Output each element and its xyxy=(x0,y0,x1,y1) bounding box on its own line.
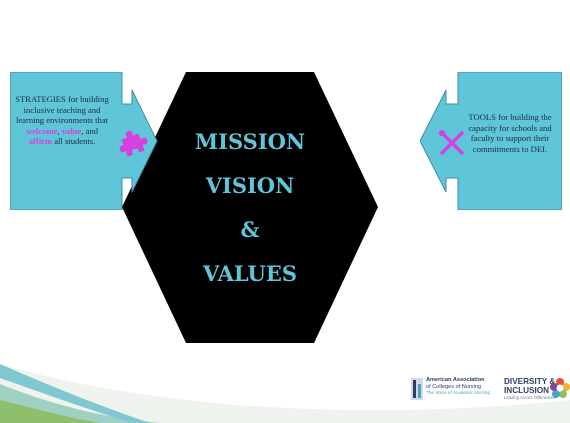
aacn-tagline: The Voice of Academic Nursing xyxy=(426,390,491,396)
right-arrow-callout xyxy=(420,72,562,210)
mission-vision-values-text: MISSION VISION & VALUES xyxy=(122,72,378,343)
aacn-name-line1: American Association xyxy=(426,377,485,383)
di-line1: DIVERSITY & xyxy=(504,377,556,386)
wrench-screwdriver-icon xyxy=(439,130,464,155)
aacn-logo: American Association of Colleges of Nurs… xyxy=(411,376,499,404)
mission-hexagon xyxy=(122,72,378,343)
left-callout-outro: all students. xyxy=(52,136,96,147)
left-arrow-callout xyxy=(10,72,158,210)
highlight-value: value xyxy=(61,125,82,136)
right-callout-text: TOOLS for building the capacity for scho… xyxy=(468,112,552,154)
puzzle-piece-icon xyxy=(119,130,148,157)
left-callout-text: STRATEGIES for building inclusive teachi… xyxy=(14,94,110,147)
diversity-flower-icon xyxy=(550,378,570,398)
left-callout-sep2: , and xyxy=(81,125,99,136)
center-line-ampersand: & xyxy=(240,216,260,242)
aacn-emblem-icon xyxy=(411,378,423,400)
left-callout-intro: STRATEGIES for building inclusive teachi… xyxy=(15,94,109,126)
diversity-inclusion-logo: DIVERSITY & INCLUSION Leading Across Dif… xyxy=(504,376,570,406)
highlight-welcome: welcome xyxy=(25,125,58,136)
footer-swoosh xyxy=(0,364,570,423)
di-line2: INCLUSION xyxy=(504,386,550,395)
aacn-name-line2: of Colleges of Nursing xyxy=(426,383,482,390)
highlight-affirm: affirm xyxy=(28,136,53,147)
left-callout-sep1: , xyxy=(57,125,62,136)
center-line-values: VALUES xyxy=(202,260,298,286)
di-tagline: Leading Across Differences xyxy=(504,395,556,400)
center-line-mission: MISSION xyxy=(194,128,306,154)
center-line-vision: VISION xyxy=(205,172,295,198)
